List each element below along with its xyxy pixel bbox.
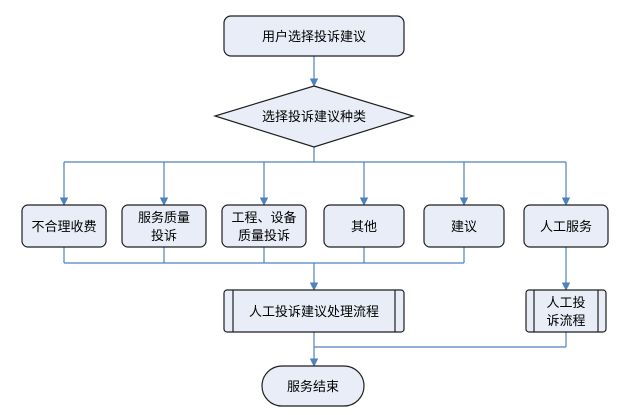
process-manual-node: 人工投 诉流程 [525, 289, 607, 333]
start-node-label: 用户选择投诉建议 [262, 29, 366, 45]
end-node-label: 服务结束 [287, 379, 339, 395]
option-node-1: 不合理收费 [21, 204, 107, 248]
end-node: 服务结束 [261, 365, 365, 407]
option-node-4-label: 其他 [351, 220, 377, 235]
process-main-node: 人工投诉建议处理流程 [223, 289, 405, 333]
option-node-2-label-line-2: 投诉 [151, 228, 177, 244]
decision-node-label: 选择投诉建议种类 [262, 109, 366, 125]
option-node-1-label: 不合理收费 [31, 220, 96, 235]
option-node-5: 建议 [423, 204, 505, 248]
option-node-6: 人工服务 [523, 204, 609, 248]
connectors [59, 56, 571, 367]
option-node-2-label-line-1: 服务质量 [138, 210, 190, 226]
process-manual-label-line-1: 人工投 [546, 295, 585, 311]
option-node-3: 工程、设备 质量投诉 [221, 204, 307, 248]
process-main-label: 人工投诉建议处理流程 [249, 304, 379, 320]
option-node-3-label-line-2: 质量投诉 [238, 228, 290, 244]
process-manual-label-line-2: 诉流程 [546, 314, 585, 329]
option-node-2: 服务质量 投诉 [121, 204, 207, 248]
option-node-3-label-line-1: 工程、设备 [231, 210, 296, 226]
start-node: 用户选择投诉建议 [223, 15, 405, 57]
option-node-4: 其他 [323, 204, 405, 248]
option-node-6-label: 人工服务 [540, 219, 592, 235]
option-node-5-label: 建议 [451, 220, 477, 235]
decision-node: 选择投诉建议种类 [212, 85, 416, 148]
